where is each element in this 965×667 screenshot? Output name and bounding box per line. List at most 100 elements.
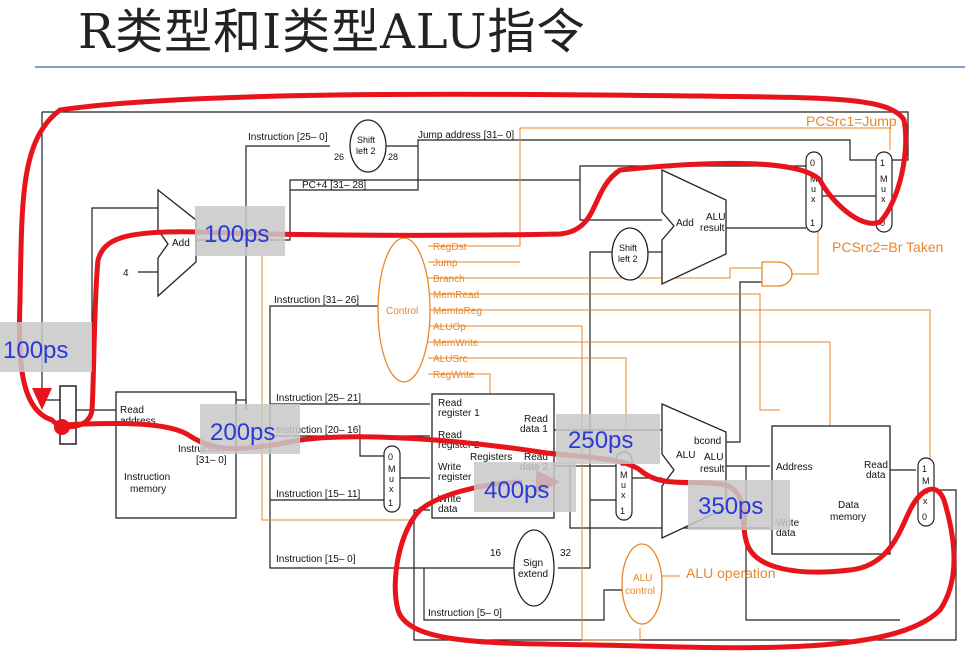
shift-left-2-top-l1: Shift — [357, 135, 376, 145]
alu-mux-1: 1 — [620, 506, 625, 516]
pc-adder-label: Add — [172, 238, 190, 249]
pcsrc2-annotation: PCSrc2=Br Taken — [832, 239, 943, 255]
sign-extend — [513, 529, 555, 607]
reg-mux-u: u — [389, 474, 394, 484]
read-data2-1: Read — [524, 452, 548, 463]
control-signal-regwrite: RegWrite — [433, 370, 475, 381]
jump-mux-1: 1 — [880, 158, 885, 168]
sign-extend-2: extend — [518, 569, 548, 580]
branch-mux-u: u — [811, 184, 816, 194]
read-data1-1: Read — [524, 414, 548, 425]
mem-mux-1: 1 — [922, 464, 927, 474]
shift-left-2-mid-1: Shift — [619, 243, 638, 253]
instr-mem-instr-label-2: [31– 0] — [196, 455, 227, 466]
wl-28: 28 — [388, 152, 398, 162]
wl-instr-25-0: Instruction [25– 0] — [248, 132, 328, 143]
shift-left-2-top-l2: left 2 — [356, 146, 376, 156]
read-reg2-1: Read — [438, 430, 462, 441]
wl-instr-15-0: Instruction [15– 0] — [276, 554, 356, 565]
reg-mux-x: x — [389, 484, 394, 494]
critical-path-arrow-pc — [32, 388, 52, 410]
control-signal-branch: Branch — [433, 274, 465, 285]
data-memory — [771, 425, 891, 555]
shift-left-2-mid-2: left 2 — [618, 254, 638, 264]
branch-mux-0: 0 — [810, 158, 815, 168]
delay-labels: 100ps 100ps 200ps 250ps 400ps 350ps — [0, 206, 790, 530]
critical-path-start-dot — [54, 419, 70, 435]
delay-imem: 200ps — [210, 419, 275, 446]
delay-alu: 250ps — [568, 427, 633, 454]
write-reg-2: register — [438, 472, 472, 483]
data-mem-address: Address — [776, 462, 813, 473]
data-mem-write-2: data — [776, 528, 796, 539]
alu-mux-x: x — [621, 490, 626, 500]
sign-extend-1: Sign — [523, 558, 543, 569]
branch-mux-1: 1 — [810, 218, 815, 228]
alu-mux-u: u — [621, 480, 626, 490]
delay-dmem: 350ps — [698, 493, 763, 520]
jump-mux-x: x — [881, 194, 886, 204]
alu-control — [621, 543, 663, 625]
control-signal-regdst: RegDst — [433, 242, 467, 253]
delay-pc: 100ps — [3, 337, 68, 364]
data-mem-name-2: memory — [830, 512, 866, 523]
read-reg2-2: register 2 — [438, 440, 480, 451]
control-signal-memtoreg: MemtoReg — [433, 306, 482, 317]
control-signal-memread: MemRead — [433, 290, 479, 301]
alu-control-2: control — [625, 586, 655, 597]
write-data-2: data — [438, 504, 458, 515]
registers-label: Registers — [470, 452, 512, 463]
delay-dmem-bg — [688, 480, 790, 530]
control-signal-labels: RegDstJumpBranchMemReadMemtoRegALUOpMemW… — [433, 242, 482, 381]
control-unit-label: Control — [386, 306, 418, 317]
shift-left-2-mid — [611, 227, 649, 281]
control-signal-memwrite: MemWrite — [433, 338, 479, 349]
data-mem-read-1: Read — [864, 460, 888, 471]
branch-adder — [661, 168, 727, 286]
delay-regs: 400ps — [484, 477, 549, 504]
data-mem-name-1: Data — [838, 500, 860, 511]
delay-adder-bg — [195, 206, 285, 256]
reg-mux-0: 0 — [388, 452, 393, 462]
branch-adder-result-1: ALU — [706, 212, 725, 223]
alu-operation-annotation: ALU operation — [686, 565, 776, 581]
jump-mux-u: u — [881, 184, 886, 194]
instr-mem-name-2: memory — [130, 484, 166, 495]
branch-adder-result-2: result — [700, 223, 725, 234]
data-mem-read-2: data — [866, 470, 886, 481]
alu-label: ALU — [676, 450, 695, 461]
control-unit — [377, 237, 431, 383]
reg-mux-m: M — [388, 464, 396, 474]
alu-result-1: ALU — [704, 452, 723, 463]
delay-alu-bg — [556, 414, 660, 464]
write-data-1: Write — [438, 494, 462, 505]
jump-mux-0: 0 — [880, 218, 885, 228]
instr-mem-read-label: Read — [120, 405, 144, 416]
branch-mux-m: M — [810, 174, 818, 184]
alu-result-2: result — [700, 464, 725, 475]
wl-jump-address: Jump address [31– 0] — [418, 130, 514, 141]
slide-title: R类型和I类型ALU指令 — [78, 4, 586, 60]
bcond-label: bcond — [694, 436, 721, 447]
mem-mux-x: x — [923, 496, 928, 506]
wl-26: 26 — [334, 152, 344, 162]
wire-16: 16 — [490, 548, 502, 559]
const-four: 4 — [123, 268, 129, 279]
reg-mux-1: 1 — [388, 498, 393, 508]
branch-adder-label: Add — [676, 218, 694, 229]
wl-instr-25-21: Instruction [25– 21] — [276, 393, 361, 404]
wire-32: 32 — [560, 548, 572, 559]
read-data1-2: data 1 — [520, 424, 548, 435]
pcsrc1-annotation: PCSrc1=Jump — [806, 113, 897, 129]
mem-mux-0: 0 — [922, 512, 927, 522]
wl-instr-5-0: Instruction [5– 0] — [428, 608, 502, 619]
delay-regs-bg — [474, 462, 576, 512]
instr-mem-name-1: Instruction — [124, 472, 170, 483]
critical-path-annotation — [16, 91, 957, 651]
control-signal-jump: Jump — [433, 258, 458, 269]
wl-instr-15-11: Instruction [15– 11] — [276, 489, 361, 500]
branch-mux-x: x — [811, 194, 816, 204]
critical-path-loop-top — [16, 91, 909, 430]
program-counter — [59, 385, 77, 445]
mem-mux-m: M — [922, 476, 930, 486]
